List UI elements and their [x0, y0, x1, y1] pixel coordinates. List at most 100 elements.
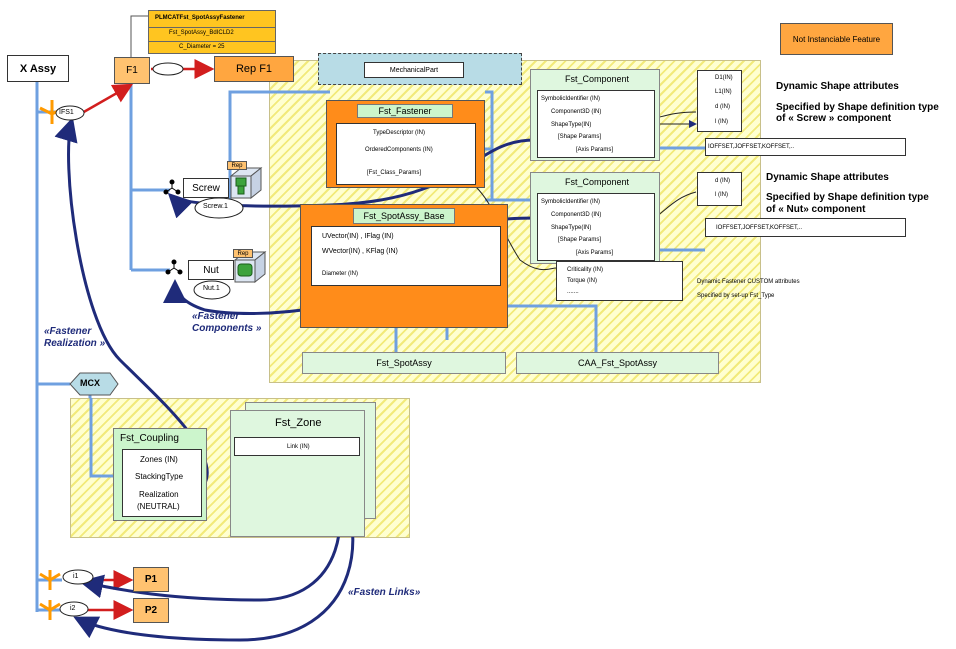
np-p2: l (IN) — [715, 192, 728, 198]
axis-values-nut: IOFFSET,JOFFSET,KOFFSET,.. — [705, 218, 906, 237]
ifs1-label: IFS1 — [59, 109, 74, 116]
fst-spotassy-base-class[interactable]: Fst_SpotAssy_Base UVector(IN) , IFlag (I… — [300, 204, 508, 328]
fst-component-screw[interactable]: Fst_Component SymbolicIdentifier (IN) Co… — [530, 69, 660, 161]
cn-attr2: Component3D (IN) — [551, 212, 602, 218]
cn-attr3: ShapeType(IN) — [551, 225, 592, 231]
annotation-fastener-realization: «Fastener Realization » — [44, 326, 106, 349]
fst-zone-class[interactable]: Fst_Zone Link (IN) — [230, 410, 365, 537]
ca-a2: Torque (IN) — [567, 278, 598, 284]
component-screw-title: Fst_Component — [565, 74, 630, 84]
fst-fastener-attr2: OrderedComponents (IN) — [365, 147, 433, 153]
nut-rep-label: Rep — [237, 250, 249, 257]
p1-label: P1 — [144, 574, 158, 585]
dyn-screw-heading: Dynamic Shape attributes — [776, 81, 899, 92]
fst-fastener-title: Fst_Fastener — [378, 106, 432, 116]
screw-rep-tag: Rep — [227, 161, 247, 170]
dyn-screw-line2: of « Screw » component — [776, 113, 892, 124]
legend-not-instanciable: Not Instanciable Feature — [780, 23, 893, 55]
ca-a3: ....... — [567, 289, 579, 295]
dyn-nut-heading: Dynamic Shape attributes — [766, 172, 889, 183]
nut-instance-label: Nut.1 — [203, 285, 220, 292]
screw-shape-params: D1(IN) L1(IN) d (IN) l (IN) — [697, 70, 742, 132]
i1-label: i1 — [73, 573, 79, 580]
base-attr3: Diameter (IN) — [322, 271, 359, 277]
cs-attr1: SymbolicIdentifier (IN) — [541, 96, 601, 102]
coupling-attr2: StackingType — [135, 472, 184, 481]
screw-node[interactable]: Screw — [183, 178, 229, 198]
screw-label: Screw — [192, 182, 220, 194]
dyn-screw-line1: Specified by Shape definition type — [776, 102, 939, 113]
caa-fst-spotassy-class[interactable]: CAA_Fst_SpotAssy — [516, 352, 719, 374]
axis-values-nut-text: IOFFSET,JOFFSET,KOFFSET,.. — [716, 225, 803, 231]
sp-p3: d (IN) — [715, 104, 730, 110]
axis-values-screw-text: IOFFSET,JOFFSET,KOFFSET,.. — [708, 144, 795, 150]
cs-attr2: Component3D (IN) — [551, 109, 602, 115]
spec-card-line3: C_Diameter = 25 — [179, 44, 225, 50]
sp-p4: l (IN) — [715, 119, 728, 125]
rep-f1-label: Rep F1 — [235, 63, 273, 75]
coupling-attr1: Zones (IN) — [140, 455, 178, 464]
screw-instance-label: Screw.1 — [203, 203, 228, 210]
fst-component-nut[interactable]: Fst_Component SymbolicIdentifier (IN) Co… — [530, 172, 660, 264]
fst-fastener-attr1: TypeDescriptor (IN) — [373, 130, 426, 136]
component-nut-title: Fst_Component — [565, 177, 630, 187]
fst-fastener-class[interactable]: Fst_Fastener TypeDescriptor (IN) Ordered… — [326, 100, 485, 188]
cn-attr5: [Axis Params] — [576, 250, 614, 256]
custom-note-line1: Dynamic Fastener CUSTOM attributes — [697, 279, 800, 285]
mcx-hexagon — [69, 372, 119, 396]
fst-zone-title: Fst_Zone — [275, 417, 322, 429]
base-attr1: UVector(IN) , IFlag (IN) — [322, 233, 394, 240]
mcx-label[interactable]: MCX — [80, 378, 100, 388]
mechanical-part-label: MechanicalPart — [389, 66, 439, 74]
dyn-nut-line2: of « Nut» component — [766, 204, 866, 215]
dyn-nut-line1: Specified by Shape definition type — [766, 192, 929, 203]
np-p1: d (IN) — [715, 178, 730, 184]
cs-attr5: [Axis Params] — [576, 147, 614, 153]
ca-a1: Criticality (IN) — [567, 267, 603, 273]
coupling-attr4: (NEUTRAL) — [137, 502, 180, 511]
fst-spotassy-label: Fst_SpotAssy — [376, 358, 432, 368]
sp-p2: L1(IN) — [715, 89, 732, 95]
sp-p1: D1(IN) — [715, 75, 733, 81]
f1-node[interactable]: F1 — [114, 57, 150, 84]
caa-fst-spotassy-label: CAA_Fst_SpotAssy — [577, 358, 658, 368]
nut-product-icon — [165, 259, 183, 275]
spec-card-line2: Fst_SpotAssy_BdICLD2 — [169, 30, 234, 36]
fst-fastener-attr3: [Fst_Class_Params] — [367, 170, 422, 176]
cn-attr4: [Shape Params] — [558, 237, 602, 243]
screw-rep-label: Rep — [231, 162, 243, 169]
base-attr2: WVector(IN) , KFlag (IN) — [322, 248, 398, 255]
fst-spotassy-base-title: Fst_SpotAssy_Base — [363, 211, 445, 221]
nut-shape-params: d (IN) l (IN) — [697, 172, 742, 206]
p2-node[interactable]: P2 — [133, 598, 169, 623]
coupling-attr3: Realization — [139, 490, 179, 499]
fst-zone-link: Link (IN) — [287, 444, 310, 450]
fst-coupling-title: Fst_Coupling — [120, 433, 179, 444]
annotation-fastener-components: «Fastener Components » — [192, 311, 262, 334]
nut-rep-tag: Rep — [233, 249, 253, 258]
p1-node[interactable]: P1 — [133, 567, 169, 592]
x-assy-node[interactable]: X Assy — [7, 55, 69, 82]
annotation-fasten-links: «Fasten Links» — [348, 587, 421, 598]
fst-coupling-class[interactable]: Fst_Coupling Zones (IN) StackingType Rea… — [113, 428, 207, 521]
legend-label: Not Instanciable Feature — [792, 34, 881, 44]
spec-card-line1: PLMCATFst_SpotAssyFastener — [155, 15, 245, 21]
fst-spotassy-class[interactable]: Fst_SpotAssy — [302, 352, 506, 374]
custom-attributes-box: Criticality (IN) Torque (IN) ....... — [556, 261, 683, 301]
screw-shape-icon — [229, 166, 263, 200]
cs-attr3: ShapeType(IN) — [551, 122, 592, 128]
nut-node[interactable]: Nut — [188, 260, 234, 280]
cn-attr1: SymbolicIdentifier (IN) — [541, 199, 601, 205]
screw-product-icon — [163, 179, 181, 195]
rep-f1-node[interactable]: Rep F1 — [214, 56, 294, 82]
custom-note-line2: Specified by set-up Fst_Type — [697, 293, 775, 299]
f1-label: F1 — [126, 65, 138, 76]
p2-label: P2 — [144, 605, 158, 616]
i2-label: i2 — [70, 605, 76, 612]
mechanical-part-box[interactable]: MechanicalPart — [318, 53, 522, 85]
x-assy-label: X Assy — [19, 62, 57, 75]
cs-attr4: [Shape Params] — [558, 134, 602, 140]
axis-values-screw: IOFFSET,JOFFSET,KOFFSET,.. — [705, 138, 906, 156]
nut-label: Nut — [203, 264, 219, 276]
